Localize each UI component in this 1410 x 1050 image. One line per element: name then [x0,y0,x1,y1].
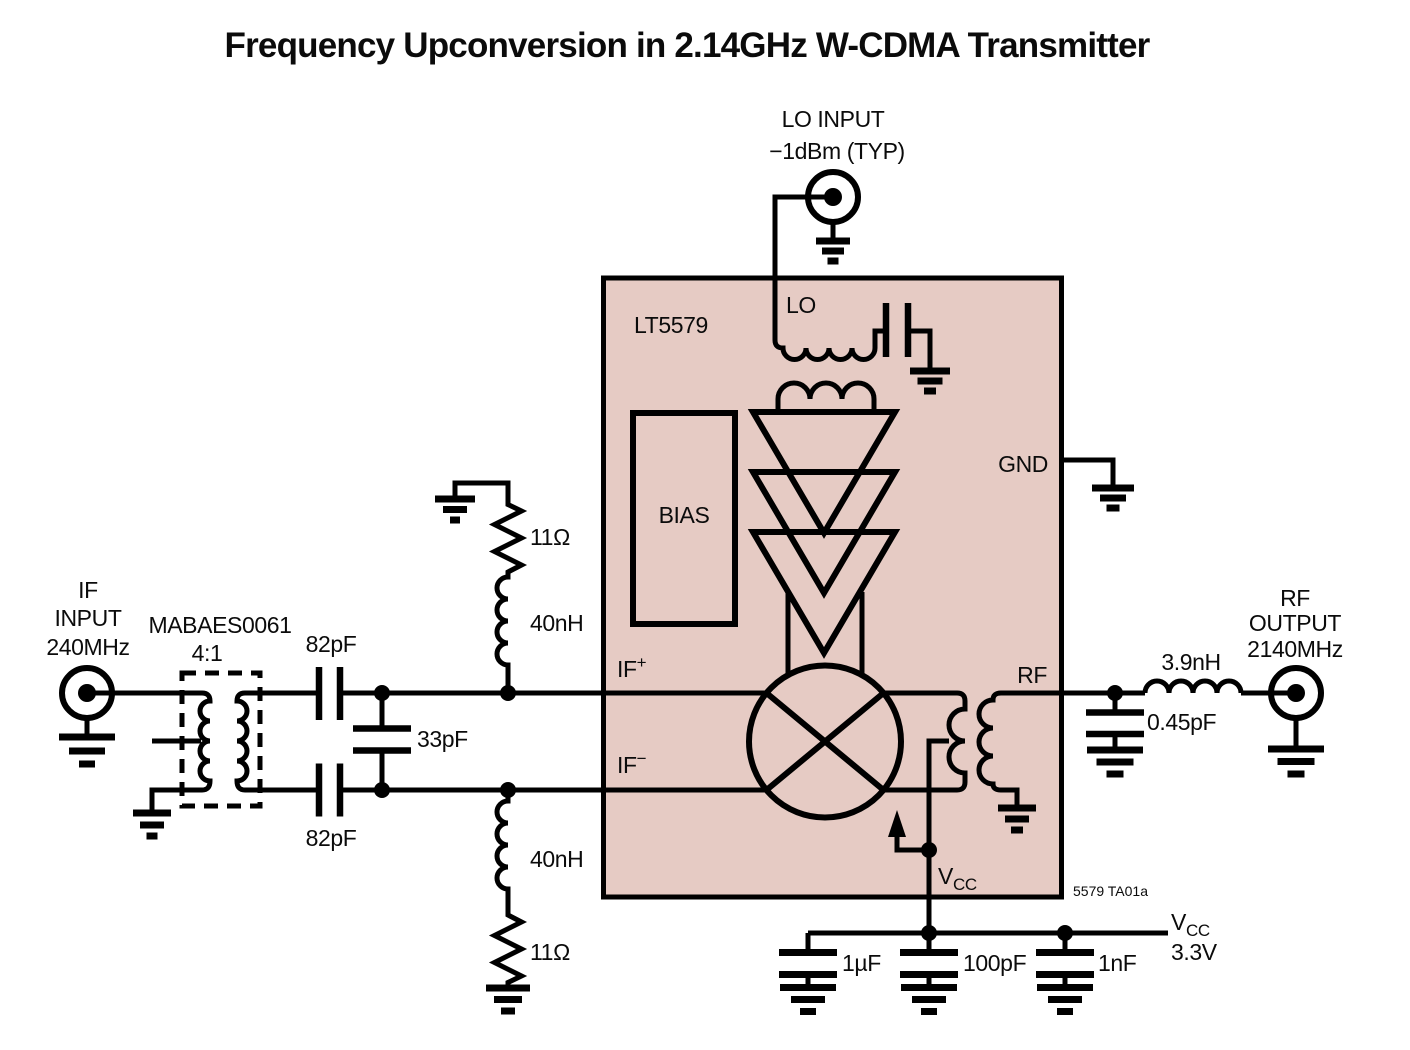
rf-output-label-line2: OUTPUT [1249,610,1342,636]
ground-icon [1092,484,1134,512]
rf-transformer [883,690,1036,933]
cap-33pf-label: 33pF [417,726,468,752]
cap-ground-wire [908,328,933,368]
vcc-pin-label: VCC [938,863,977,894]
junction-dots [374,685,1123,941]
vcc-arrow-stem [894,835,929,853]
rf-output-label-line3: 2140MHz [1247,636,1343,662]
if-plus-bias-branch [435,480,528,693]
vcc-voltage-label: 3.3V [1171,939,1218,965]
cap-0.45pf-label: 0.45pF [1147,709,1217,735]
lo-amplifier-chain [747,409,901,684]
bypass-cap-100pf [900,933,958,1015]
balun-mabaes0061 [87,670,319,840]
ground-icon [1087,746,1143,778]
cap-82pf-top-label: 82pF [306,631,357,657]
mixer [746,662,904,821]
bypass-cap-1nf [1036,933,1094,1015]
inductor-40nh-bottom-label: 40nH [530,846,583,872]
inductor-resistor-path [452,480,528,693]
lo-input-port [772,169,883,362]
lo-input-label-line1: LO INPUT [782,106,885,132]
lo-input-label-line2: −1dBm (TYP) [769,138,905,164]
vcc-arrow-icon [888,810,906,837]
center-tap-wire [926,738,949,850]
lo-wire-and-primary-coil [772,194,883,362]
rf-connector-pin [1287,684,1305,702]
gnd-pin-label: GND [998,451,1048,477]
balun-secondary-coil [234,690,319,793]
amp-to-mixer-wires [785,592,865,684]
balun-dashed-box [179,670,263,809]
inductor-3.9nh-label: 3.9nH [1161,649,1220,675]
bias-label: BIAS [659,502,710,528]
if-input-label-line3: 240MHz [46,634,129,660]
ground-icon [486,984,530,1015]
balun-primary-coil [87,690,213,811]
lo-secondary-coil [775,380,877,413]
ground-icon [133,809,171,840]
rf-ground-icon [1268,745,1324,778]
page-title: Frequency Upconversion in 2.14GHz W-CDMA… [225,26,1151,65]
rf-secondary-coil [976,690,1020,806]
rf-output-label-line1: RF [1280,585,1310,611]
cap-1nf-label: 1nF [1098,950,1137,976]
lo-internal-cap [882,303,950,395]
if-matching-caps [315,667,411,817]
lo-ground-icon [816,237,850,265]
figure-footnote: 5579 TA01a [1073,883,1148,899]
lo-pin-label: LO [786,292,816,318]
resistor-11ohm-top-label: 11Ω [530,524,570,550]
cap-100pf-label: 100pF [963,950,1027,976]
ground-icon [998,804,1036,834]
cap-82pf-bottom-label: 82pF [306,825,357,851]
if-minus-pin-label: IF− [617,749,647,778]
if-plus-pin-label: IF+ [617,653,647,682]
ground-icon [435,495,475,524]
chip-part-label: LT5579 [634,312,708,338]
rf-primary-coil [883,690,968,793]
cap-1uf-label: 1µF [842,950,881,976]
if-ground-icon [59,733,115,768]
bias-block [630,410,738,627]
if-input-label-line2: INPUT [54,605,121,631]
vcc-rail-network [779,930,1168,1015]
if-input-label-line1: IF [78,577,98,603]
vcc-rail-label: VCC [1171,909,1210,940]
lo-connector-pin [824,188,842,206]
balun-ratio-label: 4:1 [192,640,223,666]
mixer-x-icon [764,690,886,793]
rf-pin-label: RF [1017,662,1047,688]
if-minus-bias-branch [486,790,530,1015]
inductor-40nh-top-label: 40nH [530,610,583,636]
ground-icon [910,367,950,395]
rf-series-inductor-coil [1142,678,1244,694]
resistor-11ohm-bottom-label: 11Ω [530,939,570,965]
gnd-wire [1062,457,1116,485]
balun-part-label: MABAES0061 [148,612,291,638]
inductor-resistor-path [488,790,528,985]
bypass-cap-1uf [779,933,837,1015]
if-input-port [59,665,115,768]
gnd-pin-net [1062,457,1134,512]
